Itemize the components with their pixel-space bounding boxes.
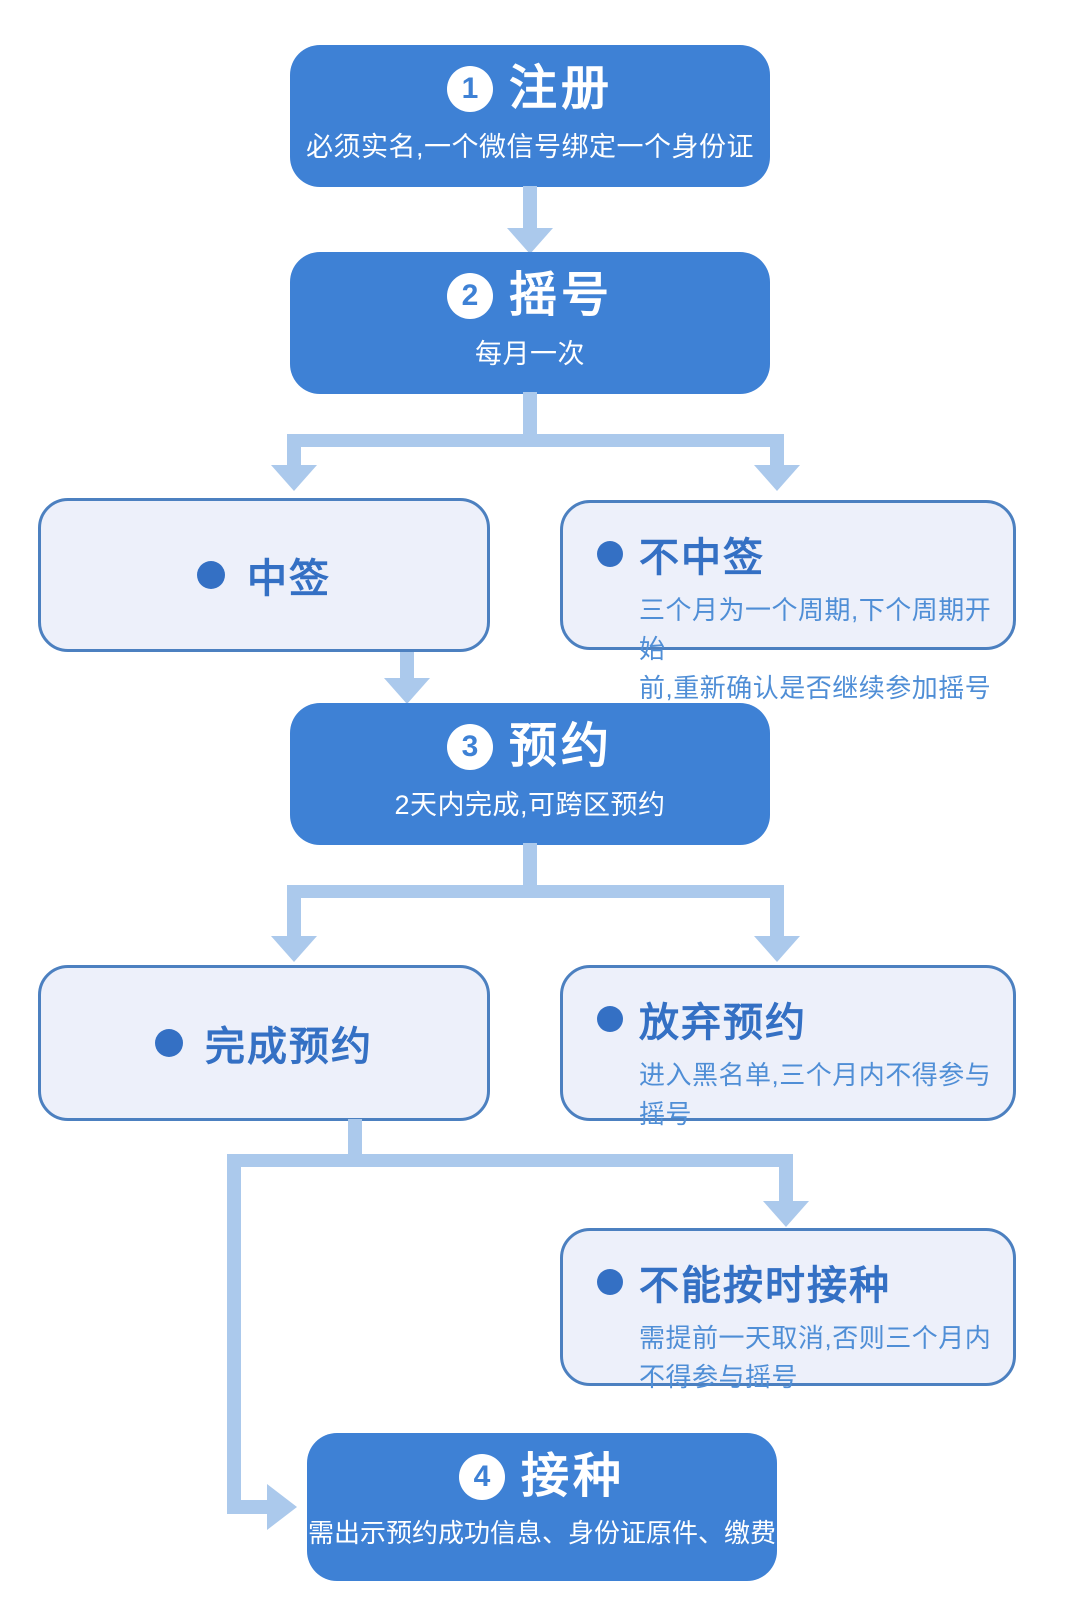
outcome-win-title: 中签 xyxy=(247,557,331,601)
step3-number-icon: 3 xyxy=(446,724,493,770)
outcome-lose-desc: 三个月为一个周期,下个周期开始 前,重新确认是否继续参加摇号 xyxy=(639,595,992,703)
branch3-bottom-stem xyxy=(241,1500,267,1514)
outcome-miss-desc: 需提前一天取消,否则三个月内 不得参与摇号 xyxy=(639,1323,992,1392)
branch3-horizontal-line xyxy=(227,1154,793,1167)
step2-title-row: 2 摇号 xyxy=(290,272,770,320)
branch1-left-stem xyxy=(287,447,301,467)
outcome-miss-box: 不能按时接种 需提前一天取消,否则三个月内 不得参与摇号 xyxy=(560,1228,1016,1392)
step4-title: 接种 xyxy=(520,1450,625,1503)
bullet-dot-icon xyxy=(597,1269,623,1295)
step3-appointment-box: 3 预约 2天内完成,可跨区预约 xyxy=(290,703,770,845)
outcome-abandon-box: 放弃预约 进入黑名单,三个月内不得参与 摇号 xyxy=(560,965,1016,1129)
step4-subtitle: 需出示预约成功信息、身份证原件、缴费 xyxy=(307,1518,776,1548)
bullet-dot-icon xyxy=(197,561,225,589)
step1-title: 注册 xyxy=(508,62,613,115)
branch3-right-stem xyxy=(779,1167,793,1203)
outcome-complete-box: 完成预约 xyxy=(38,965,490,1121)
step4-vaccinate-box: 4 接种 需出示预约成功信息、身份证原件、缴费 xyxy=(307,1433,777,1581)
bullet-dot-icon xyxy=(597,541,623,567)
branch2-left-stem xyxy=(287,898,301,938)
branch1-stub xyxy=(523,392,537,436)
step1-subtitle: 必须实名,一个微信号绑定一个身份证 xyxy=(305,132,754,162)
outcome-abandon-title: 放弃预约 xyxy=(639,1001,807,1045)
outcome-lose-box: 不中签 三个月为一个周期,下个周期开始 前,重新确认是否继续参加摇号 xyxy=(560,500,1016,703)
step2-title: 摇号 xyxy=(508,269,613,322)
branch2-right-head-icon xyxy=(754,936,800,962)
outcome-abandon-title-row: 放弃预约 xyxy=(597,990,997,1048)
outcome-miss-title: 不能按时接种 xyxy=(639,1264,891,1308)
bullet-dot-icon xyxy=(155,1029,183,1057)
arrow-win-to-step3-stem xyxy=(400,652,414,680)
step2-number-icon: 2 xyxy=(446,273,493,319)
branch1-right-stem xyxy=(770,447,784,467)
arrow-step1-to-step2-stem xyxy=(523,186,537,230)
step4-title-row: 4 接种 xyxy=(307,1453,777,1501)
branch2-right-stem xyxy=(770,898,784,938)
outcome-win-box: 中签 xyxy=(38,498,490,652)
step3-subtitle: 2天内完成,可跨区预约 xyxy=(394,790,666,820)
step1-register-box: 1 注册 必须实名,一个微信号绑定一个身份证 xyxy=(290,45,770,187)
outcome-miss-title-row: 不能按时接种 xyxy=(597,1253,997,1311)
arrow-win-to-step3-head-icon xyxy=(384,678,430,704)
branch3-stub xyxy=(348,1119,362,1156)
branch3-right-head-icon xyxy=(763,1201,809,1227)
bullet-dot-icon xyxy=(597,1006,623,1032)
outcome-lose-title: 不中签 xyxy=(639,536,765,580)
branch1-horizontal-line xyxy=(287,434,784,447)
branch2-left-head-icon xyxy=(271,936,317,962)
outcome-complete-title: 完成预约 xyxy=(205,1025,373,1069)
step2-subtitle: 每月一次 xyxy=(475,339,585,369)
step3-title-row: 3 预约 xyxy=(290,723,770,771)
branch1-left-head-icon xyxy=(271,465,317,491)
branch3-left-long-stem xyxy=(227,1154,241,1514)
step2-lottery-box: 2 摇号 每月一次 xyxy=(290,252,770,394)
arrow-step1-to-step2-head-icon xyxy=(507,228,553,254)
outcome-lose-title-row: 不中签 xyxy=(597,525,997,583)
step1-number-icon: 1 xyxy=(446,66,493,112)
step4-number-icon: 4 xyxy=(458,1454,505,1500)
step3-title: 预约 xyxy=(508,720,613,773)
branch2-stub xyxy=(523,843,537,887)
outcome-abandon-desc: 进入黑名单,三个月内不得参与 摇号 xyxy=(639,1060,992,1129)
arrow-to-step4-head-icon xyxy=(267,1484,297,1530)
branch2-horizontal-line xyxy=(287,885,784,898)
step1-title-row: 1 注册 xyxy=(290,65,770,113)
branch1-right-head-icon xyxy=(754,465,800,491)
